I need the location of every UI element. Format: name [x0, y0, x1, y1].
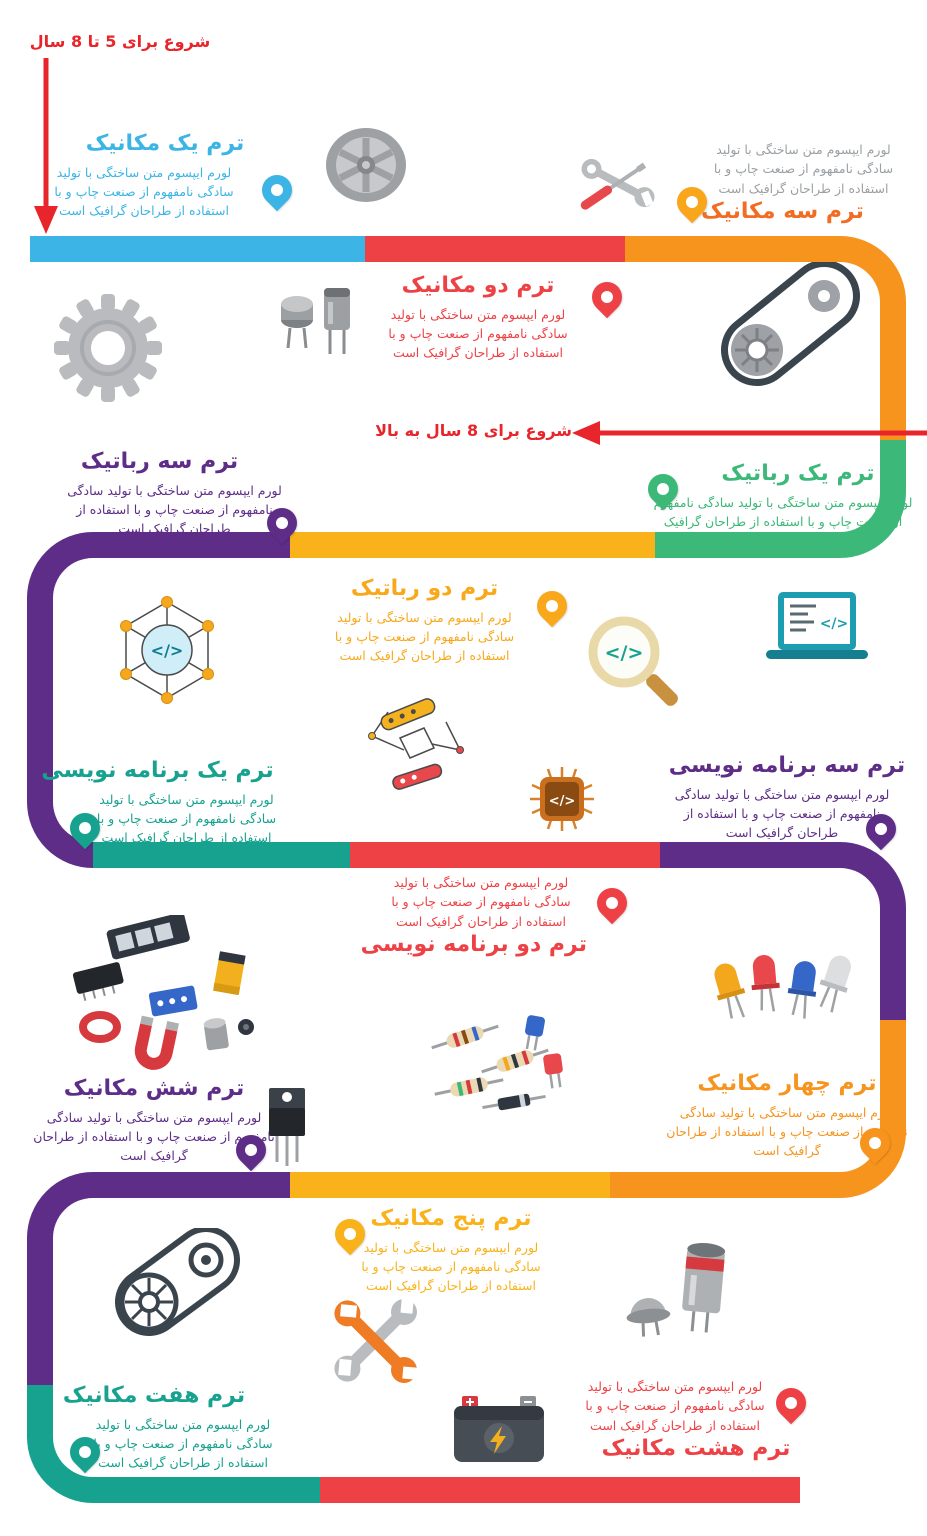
battery-icon	[454, 1396, 544, 1462]
gear-icon	[54, 294, 162, 402]
term-description: لورم ایپسوم متن ساختگی با تولید سادگی نا…	[391, 875, 571, 929]
term-description: لورم ایپسوم متن ساختگی با تولید سادگی نا…	[33, 1109, 275, 1164]
term-title: ترم هفت مکانیک	[62, 1383, 246, 1408]
term-title: ترم دو رباتیک	[350, 576, 499, 601]
term-description: لورم ایپسوم متن ساختگی با تولید سادگی نا…	[674, 786, 890, 841]
road-segment-purple-2	[660, 842, 906, 1020]
term-title: ترم سه مکانیک	[701, 199, 864, 225]
road-segment-orange-1	[625, 236, 906, 440]
road-segment-green	[655, 440, 906, 558]
term-title: ترم یک رباتیک	[721, 461, 875, 486]
term-description: لورم ایپسوم متن ساختگی با تولید سادگی نا…	[334, 609, 515, 664]
term-block-robotics-3: ترم سه رباتیک لورم ایپسوم متن ساختگی با …	[32, 448, 304, 545]
start-label-young: شروع برای 5 تا 8 سال	[29, 32, 211, 51]
term-description: لورم ایپسوم متن ساختگی با تولید سادگی نا…	[54, 164, 234, 219]
road-segment-orange-2	[610, 1020, 906, 1198]
network-code-icon: </>	[120, 596, 214, 704]
tools-icon	[580, 158, 655, 210]
transistor-icon	[269, 1088, 305, 1166]
down-arrow-icon	[34, 58, 58, 234]
wrenches-icon	[334, 1296, 420, 1383]
term-description: لورم ایپسوم متن ساختگی با تولید سادگی نا…	[388, 306, 568, 361]
term-title: ترم یک مکانیک	[85, 131, 245, 156]
belt-pulley-outline-icon	[115, 1228, 240, 1336]
term-description: لورم ایپسوم متن ساختگی با تولید سادگی نا…	[585, 1379, 765, 1433]
term-description: لورم ایپسوم متن ساختگی با تولید سادگی نا…	[93, 1416, 273, 1471]
left-arrow-icon	[572, 421, 927, 445]
capacitors-icon	[626, 1242, 726, 1337]
term-block-mechanics-4: ترم چهار مکانیک لورم ایپسوم متن ساختگی ب…	[662, 1070, 912, 1165]
code-glyph: </>	[605, 642, 644, 664]
start-label-old: شروع برای 8 سال به بالا	[375, 421, 572, 440]
term-block-robotics-1: ترم یک رباتیک لورم ایپسوم متن ساختگی با …	[641, 460, 914, 551]
term-block-mechanics-7: ترم هفت مکانیک لورم ایپسوم متن ساختگی با…	[28, 1382, 280, 1474]
term-description: لورم ایپسوم متن ساختگی با تولید سادگی نا…	[653, 494, 913, 549]
term-block-programming-3: ترم سه برنامه نویسی لورم ایپسوم متن ساخت…	[662, 752, 912, 851]
laptop-code-icon: </>	[766, 592, 868, 659]
term-block-mechanics-8: لورم ایپسوم متن ساختگی با تولید سادگی نا…	[582, 1372, 813, 1463]
term-title: ترم یک برنامه نویسی	[41, 758, 274, 783]
code-glyph: </>	[820, 616, 849, 632]
term-block-mechanics-3: لورم ایپسوم متن ساختگی با تولید سادگی نا…	[655, 135, 910, 226]
term-block-mechanics-1: ترم یک مکانیک لورم ایپسوم متن ساختگی با …	[40, 130, 299, 221]
belt-pulley-icon	[721, 262, 860, 386]
term-title: ترم هشت مکانیک	[601, 1436, 791, 1462]
road-segment-purple-1	[27, 532, 290, 868]
term-block-mechanics-2: ترم دو مکانیک لورم ایپسوم متن ساختگی با …	[372, 272, 629, 363]
wheel-icon	[326, 128, 406, 202]
term-title: ترم سه برنامه نویسی	[668, 753, 906, 778]
term-title: ترم دو مکانیک	[401, 273, 555, 298]
road-segment-purple-3	[27, 1172, 290, 1385]
term-title: ترم سه رباتیک	[80, 449, 239, 474]
term-title: ترم چهار مکانیک	[697, 1071, 877, 1096]
code-glyph: </>	[151, 641, 184, 660]
led-lights-icon	[714, 955, 851, 1019]
term-description: لورم ایپسوم متن ساختگی با تولید سادگی نا…	[361, 1239, 541, 1294]
term-block-programming-2: لورم ایپسوم متن ساختگی با تولید سادگی نا…	[360, 868, 634, 959]
road-segment-teal-2	[27, 1385, 320, 1503]
magnifier-code-icon: </>	[588, 616, 678, 706]
term-description: لورم ایپسوم متن ساختگی با تولید سادگی نا…	[96, 791, 277, 846]
term-title: ترم دو برنامه نویسی	[360, 932, 587, 958]
capacitor-transistor-icon	[281, 288, 350, 354]
term-description: لورم ایپسوم متن ساختگی با تولید سادگی نا…	[713, 142, 894, 196]
term-block-robotics-2: ترم دو رباتیک لورم ایپسوم متن ساختگی با …	[322, 575, 574, 666]
circuit-sketch-icon	[368, 698, 464, 790]
term-block-mechanics-6: ترم شش مکانیک لورم ایپسوم متن ساختگی با …	[28, 1075, 280, 1172]
term-title: ترم شش مکانیک	[63, 1076, 245, 1101]
term-block-mechanics-5: ترم پنج مکانیک لورم ایپسوم متن ساختگی با…	[328, 1205, 557, 1296]
code-glyph: </>	[549, 794, 576, 809]
chip-code-icon: </>	[530, 767, 594, 831]
term-block-programming-1: ترم یک برنامه نویسی لورم ایپسوم متن ساخت…	[30, 757, 285, 850]
resistors-icon	[431, 1015, 563, 1111]
components-cluster-icon	[72, 915, 254, 1070]
term-description: لورم ایپسوم متن ساختگی با تولید سادگی نا…	[67, 482, 282, 537]
term-description: لورم ایپسوم متن ساختگی با تولید سادگی نا…	[666, 1104, 908, 1159]
term-title: ترم پنج مکانیک	[370, 1206, 532, 1231]
